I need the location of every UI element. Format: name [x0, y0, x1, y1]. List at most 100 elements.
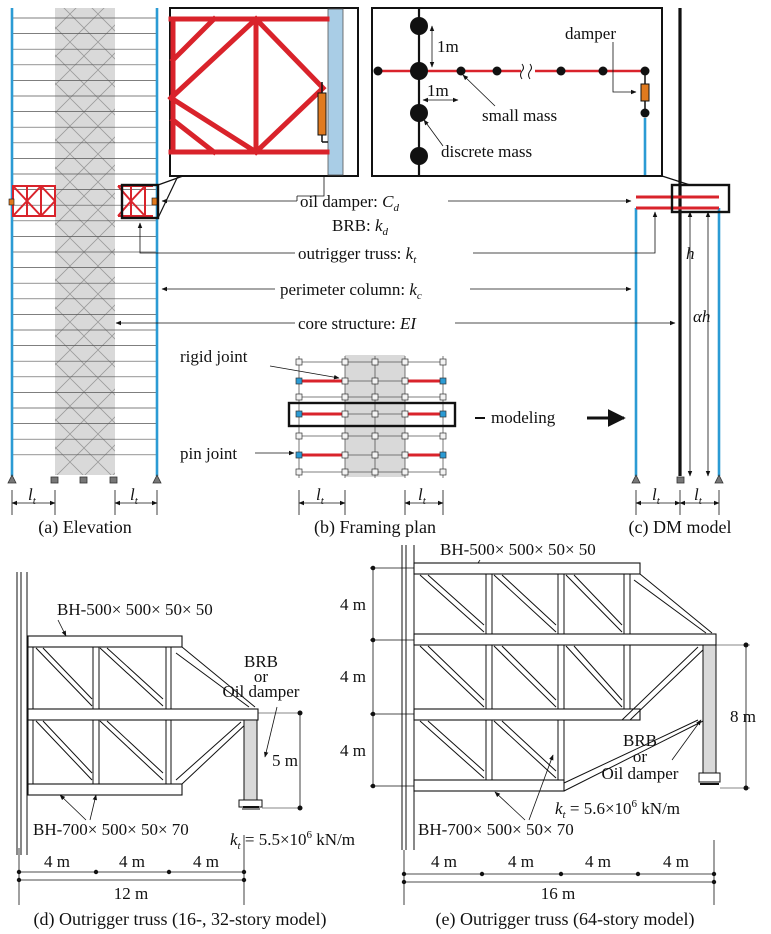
- modeling-label: modeling: [491, 408, 556, 427]
- d-total: 12 m: [114, 884, 148, 903]
- plan-node: [341, 358, 349, 366]
- plan-node: [401, 410, 409, 418]
- lt-label-c-left: lt: [652, 485, 661, 507]
- plan-node: [295, 377, 303, 385]
- damper-right: [151, 197, 158, 206]
- lt-label-b-right: lt: [418, 485, 427, 507]
- outrigger-truss-right: [117, 185, 153, 217]
- oil-damper-callout: oil damper: Cd: [300, 192, 400, 214]
- plan-node: [295, 468, 303, 476]
- plan-node: [371, 393, 379, 401]
- e-total: 16 m: [541, 884, 575, 903]
- framing-plan-panel: rigid joint pin joint modeling lt lt (b)…: [180, 347, 626, 538]
- plan-modeling-box: [287, 401, 457, 428]
- plan-node: [401, 451, 409, 459]
- e-kt: kt = 5.6×106 kN/m: [555, 798, 680, 821]
- plan-node: [341, 432, 349, 440]
- outrigger-truss-left: [12, 185, 57, 217]
- plan-node: [401, 377, 409, 385]
- plan-node: [401, 468, 409, 476]
- plan-node: [439, 432, 447, 440]
- e-device-line2: or: [633, 747, 648, 766]
- d-height: 5 m: [272, 751, 298, 770]
- damper-left: [8, 198, 15, 206]
- d-bay3: 4 m: [193, 852, 219, 871]
- lt-label-b-left: lt: [316, 485, 325, 507]
- plan-node: [295, 358, 303, 366]
- e-h1: 4 m: [340, 595, 366, 614]
- plan-node: [439, 468, 447, 476]
- plan-node: [439, 393, 447, 401]
- d-device-line2: or: [254, 667, 269, 686]
- e-device-line1: BRB: [623, 731, 657, 750]
- d-kt: kt = 5.5×106 kN/m: [230, 829, 355, 852]
- plan-node: [371, 410, 379, 418]
- e-top-section: BH-500× 500× 50× 50: [440, 540, 596, 559]
- e-device-line3: Oil damper: [602, 764, 679, 783]
- detail-box: [120, 183, 160, 220]
- dm-h-label: h: [686, 244, 695, 263]
- dm-detail-box: [670, 183, 731, 214]
- plan-node: [439, 410, 447, 418]
- d-device-line1: BRB: [244, 652, 278, 671]
- lt-label-a-right: lt: [130, 485, 139, 507]
- plan-node: [439, 377, 447, 385]
- e-h2: 4 m: [340, 667, 366, 686]
- dm-alpha-h-label: αh: [693, 307, 710, 326]
- plan-node: [295, 410, 303, 418]
- plan-node: [371, 451, 379, 459]
- outrigger-truss-64-panel: 8 m BRB or Oil damper 4 m 4 m 4 m BH-500…: [340, 540, 756, 930]
- callouts: [115, 176, 676, 326]
- e-bay2: 4 m: [508, 852, 534, 871]
- plan-node: [401, 432, 409, 440]
- plan-node: [371, 377, 379, 385]
- e-bottom-section: BH-700× 500× 50× 70: [418, 820, 574, 839]
- perimeter-column-callout: perimeter column: kc: [280, 280, 422, 302]
- d-bay2: 4 m: [119, 852, 145, 871]
- dm-one-m-horizontal: 1m: [427, 81, 449, 100]
- dm-model-inset: 1m 1m damper small mass discrete mass: [371, 7, 691, 186]
- caption-d: (d) Outrigger truss (16-, 32-story model…: [34, 909, 327, 930]
- dm-small-mass-label: small mass: [482, 106, 557, 125]
- plan-node: [341, 451, 349, 459]
- plan-node: [439, 451, 447, 459]
- device-e: [702, 644, 717, 774]
- lt-label-a-left: lt: [28, 485, 37, 507]
- plan-node: [295, 393, 303, 401]
- plan-node: [371, 468, 379, 476]
- device-d: [243, 719, 258, 801]
- dm-damper-label: damper: [565, 24, 616, 43]
- outrigger-callout: outrigger truss: kt: [298, 244, 417, 266]
- column-section: [327, 8, 344, 176]
- floor-lines: [12, 17, 157, 456]
- pin-joint-label: pin joint: [180, 444, 237, 463]
- d-bay1: 4 m: [44, 852, 70, 871]
- dm-one-m-vertical: 1m: [437, 37, 459, 56]
- core-structure-callout: core structure: EI: [298, 314, 417, 333]
- dm-discrete-mass-label: discrete mass: [441, 142, 532, 161]
- plan-node: [341, 393, 349, 401]
- lt-label-c-right: lt: [694, 485, 703, 507]
- dm-damper: [640, 83, 650, 102]
- plan-node: [295, 432, 303, 440]
- outrigger-truss-16-32-panel: 5 m BRB or Oil damper BH-500× 500× 50× 5…: [16, 572, 355, 930]
- brb-callout: BRB: kd: [332, 216, 389, 238]
- plan-node: [341, 377, 349, 385]
- rigid-joint-label: rigid joint: [180, 347, 248, 366]
- d-top-section: BH-500× 500× 50× 50: [57, 600, 213, 619]
- e-bay4: 4 m: [663, 852, 689, 871]
- plan-node: [401, 393, 409, 401]
- supports: [7, 474, 162, 484]
- d-bottom-section: BH-700× 500× 50× 70: [33, 820, 189, 839]
- plan-node: [371, 432, 379, 440]
- e-bay3: 4 m: [585, 852, 611, 871]
- e-h3: 4 m: [340, 741, 366, 760]
- caption-b: (b) Framing plan: [314, 517, 436, 538]
- caption-e: (e) Outrigger truss (64-story model): [436, 909, 695, 930]
- truss-detail-inset: [157, 7, 359, 219]
- core-structure: [55, 8, 115, 475]
- d-device-line3: Oil damper: [223, 682, 300, 701]
- caption-c: (c) DM model: [629, 517, 732, 538]
- e-height: 8 m: [730, 707, 756, 726]
